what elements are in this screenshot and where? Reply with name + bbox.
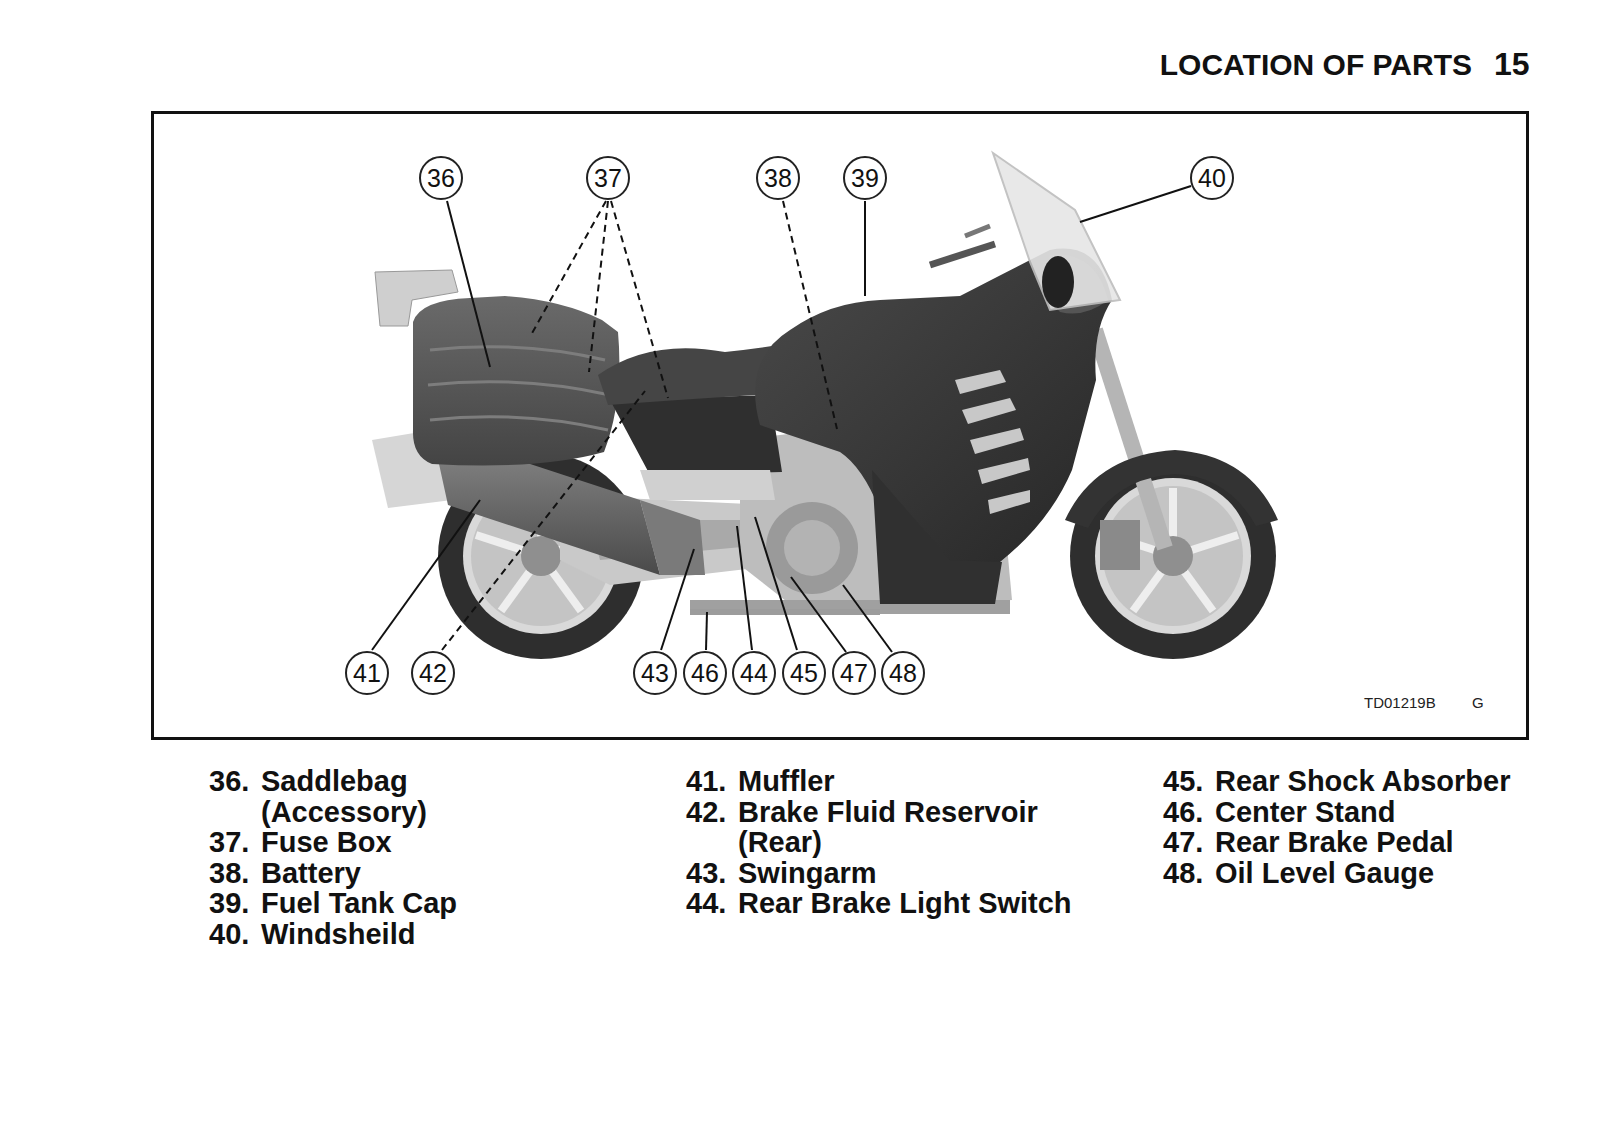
callout-number: 45 [782,651,826,695]
page-title: LOCATION OF PARTS [1160,50,1472,80]
item-number: 37. [209,827,249,858]
callout-number: 43 [633,651,677,695]
item-name: Muffler [738,766,1078,797]
callout-number: 48 [881,651,925,695]
item-name: Battery [261,858,493,889]
callout-text: 36 [427,166,455,191]
callout-number: 40 [1190,156,1234,200]
item-number: 43. [686,858,726,889]
callout-number: 47 [832,651,876,695]
item-name: Windsheild [261,919,493,950]
callout-text: 41 [353,661,381,686]
item-number: 42. [686,797,726,828]
callout-number: 39 [843,156,887,200]
callout-text: 40 [1198,166,1226,191]
item-number: 40. [209,919,249,950]
callout-number: 38 [756,156,800,200]
item-name: Oil Level Gauge [1215,858,1434,889]
callout-text: 42 [419,661,447,686]
figure-code: G [1472,695,1484,710]
item-number: 48. [1163,858,1203,889]
callout-text: 48 [889,661,917,686]
callout-number: 41 [345,651,389,695]
item-name: Rear Shock Absorber [1215,766,1510,797]
callout-text: 43 [641,661,669,686]
callout-text: 45 [790,661,818,686]
item-number: 46. [1163,797,1203,828]
item-number: 39. [209,888,249,919]
callout-number: 46 [683,651,727,695]
callout-number: 37 [586,156,630,200]
item-name: Swingarm [738,858,1078,889]
item-name: Rear Brake Light Switch [738,888,1078,919]
item-number: 45. [1163,766,1203,797]
callout-text: 37 [594,166,622,191]
item-number: 38. [209,858,249,889]
item-number: 44. [686,888,726,919]
callout-text: 47 [840,661,868,686]
item-name: Fuel Tank Cap [261,888,493,919]
item-name: Saddlebag (Accessory) [261,766,493,827]
item-number: 41. [686,766,726,797]
callout-text: 44 [740,661,768,686]
item-name: Center Stand [1215,797,1395,828]
callout-number: 42 [411,651,455,695]
callout-number: 44 [732,651,776,695]
page-number: 15 [1494,48,1530,80]
item-number: 36. [209,766,249,797]
callout-number: 36 [419,156,463,200]
callout-text: 38 [764,166,792,191]
item-name: Brake Fluid Reservoir (Rear) [738,797,1078,858]
item-number: 47. [1163,827,1203,858]
item-name: Rear Brake Pedal [1215,827,1454,858]
item-name: Fuse Box [261,827,493,858]
figure-code: TD01219B [1364,695,1436,710]
callout-text: 46 [691,661,719,686]
callout-text: 39 [851,166,879,191]
